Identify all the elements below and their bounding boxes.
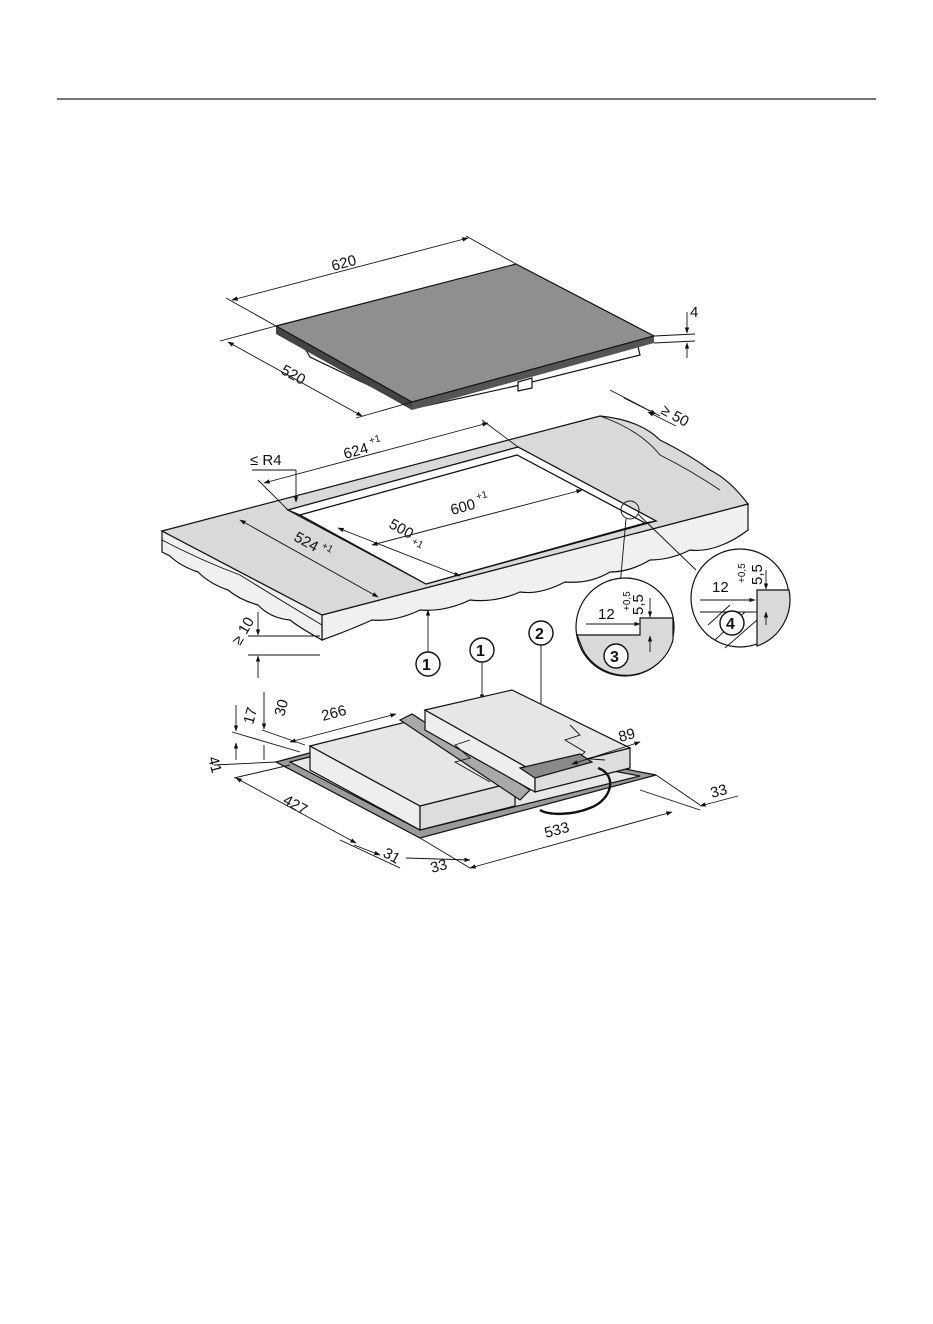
detail-4-tol: +0,5 — [737, 563, 748, 583]
label-50: ≥ 50 — [658, 402, 692, 431]
label-624-tol: +1 — [368, 433, 382, 447]
dim-hob-thickness: 4 — [654, 304, 698, 358]
dim-41: 41 — [204, 755, 290, 778]
callout-1b-label: 1 — [476, 643, 485, 660]
detail-3-width: 12 — [598, 606, 615, 623]
detail-4-width: 12 — [712, 579, 729, 596]
dim-533: 533 — [470, 812, 672, 868]
hob-glass-top — [276, 264, 654, 410]
dim-30: 30 — [262, 692, 305, 760]
label-520: 520 — [278, 362, 308, 389]
label-41: 41 — [204, 755, 225, 776]
dim-33-side: 33 — [640, 775, 738, 810]
label-624: 624+1 — [341, 433, 385, 463]
callout-1-hob: 1 — [470, 638, 494, 700]
label-624-value: 624 — [342, 440, 371, 463]
detail-4-section — [757, 590, 790, 646]
label-r4: ≤ R4 — [250, 452, 282, 469]
hob-glass-surface — [276, 264, 654, 402]
label-427: 427 — [280, 792, 310, 819]
callout-2-label: 2 — [535, 626, 544, 643]
label-10: ≥ 10 — [229, 614, 258, 648]
label-89: 89 — [617, 725, 638, 746]
detail-4-depth: 5,5 — [749, 564, 766, 585]
detail-3: 12 5,5 +0,5 3 — [576, 578, 674, 676]
detail-3-tol: +0,5 — [622, 591, 633, 611]
detail-3-callout: 3 — [610, 649, 619, 666]
label-17: 17 — [240, 706, 261, 727]
label-266: 266 — [320, 702, 349, 725]
detail-4: 12 5,5 +0,5 4 — [691, 549, 790, 648]
dim-31: 31 — [340, 840, 403, 868]
label-4: 4 — [690, 304, 698, 321]
dim-33-front: 33 — [406, 838, 470, 877]
label-30: 30 — [271, 698, 292, 719]
detail-4-callout: 4 — [726, 616, 735, 633]
callout-1a-label: 1 — [422, 657, 431, 674]
callout-1-worktop: 1 — [416, 610, 440, 676]
label-620: 620 — [330, 252, 359, 275]
label-533: 533 — [543, 819, 572, 842]
dim-17: 17 — [232, 705, 300, 760]
label-31: 31 — [380, 845, 403, 868]
